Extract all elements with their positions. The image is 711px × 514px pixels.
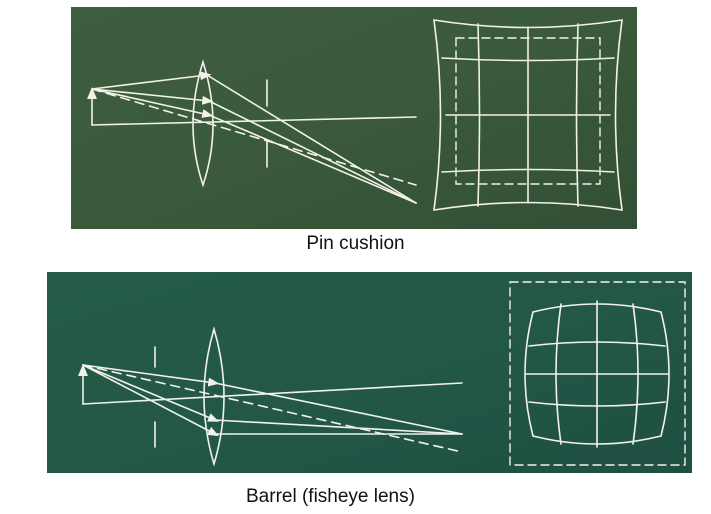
lens [203,326,225,467]
caption-pincushion: Pin cushion [306,233,405,254]
reference-square [509,281,686,466]
pincushion-diagram-panel [71,7,637,229]
object-arrow [78,364,463,405]
caption-barrel: Barrel (fisheye lens) [246,486,415,507]
pincushion-diagram [71,7,637,229]
rays [82,364,463,453]
barrel-diagram-panel [47,272,692,473]
barrel-diagram [47,272,692,473]
barrel-grid [524,300,670,448]
object-arrow [87,87,417,126]
rays [91,71,417,204]
pincushion-grid [433,19,623,211]
